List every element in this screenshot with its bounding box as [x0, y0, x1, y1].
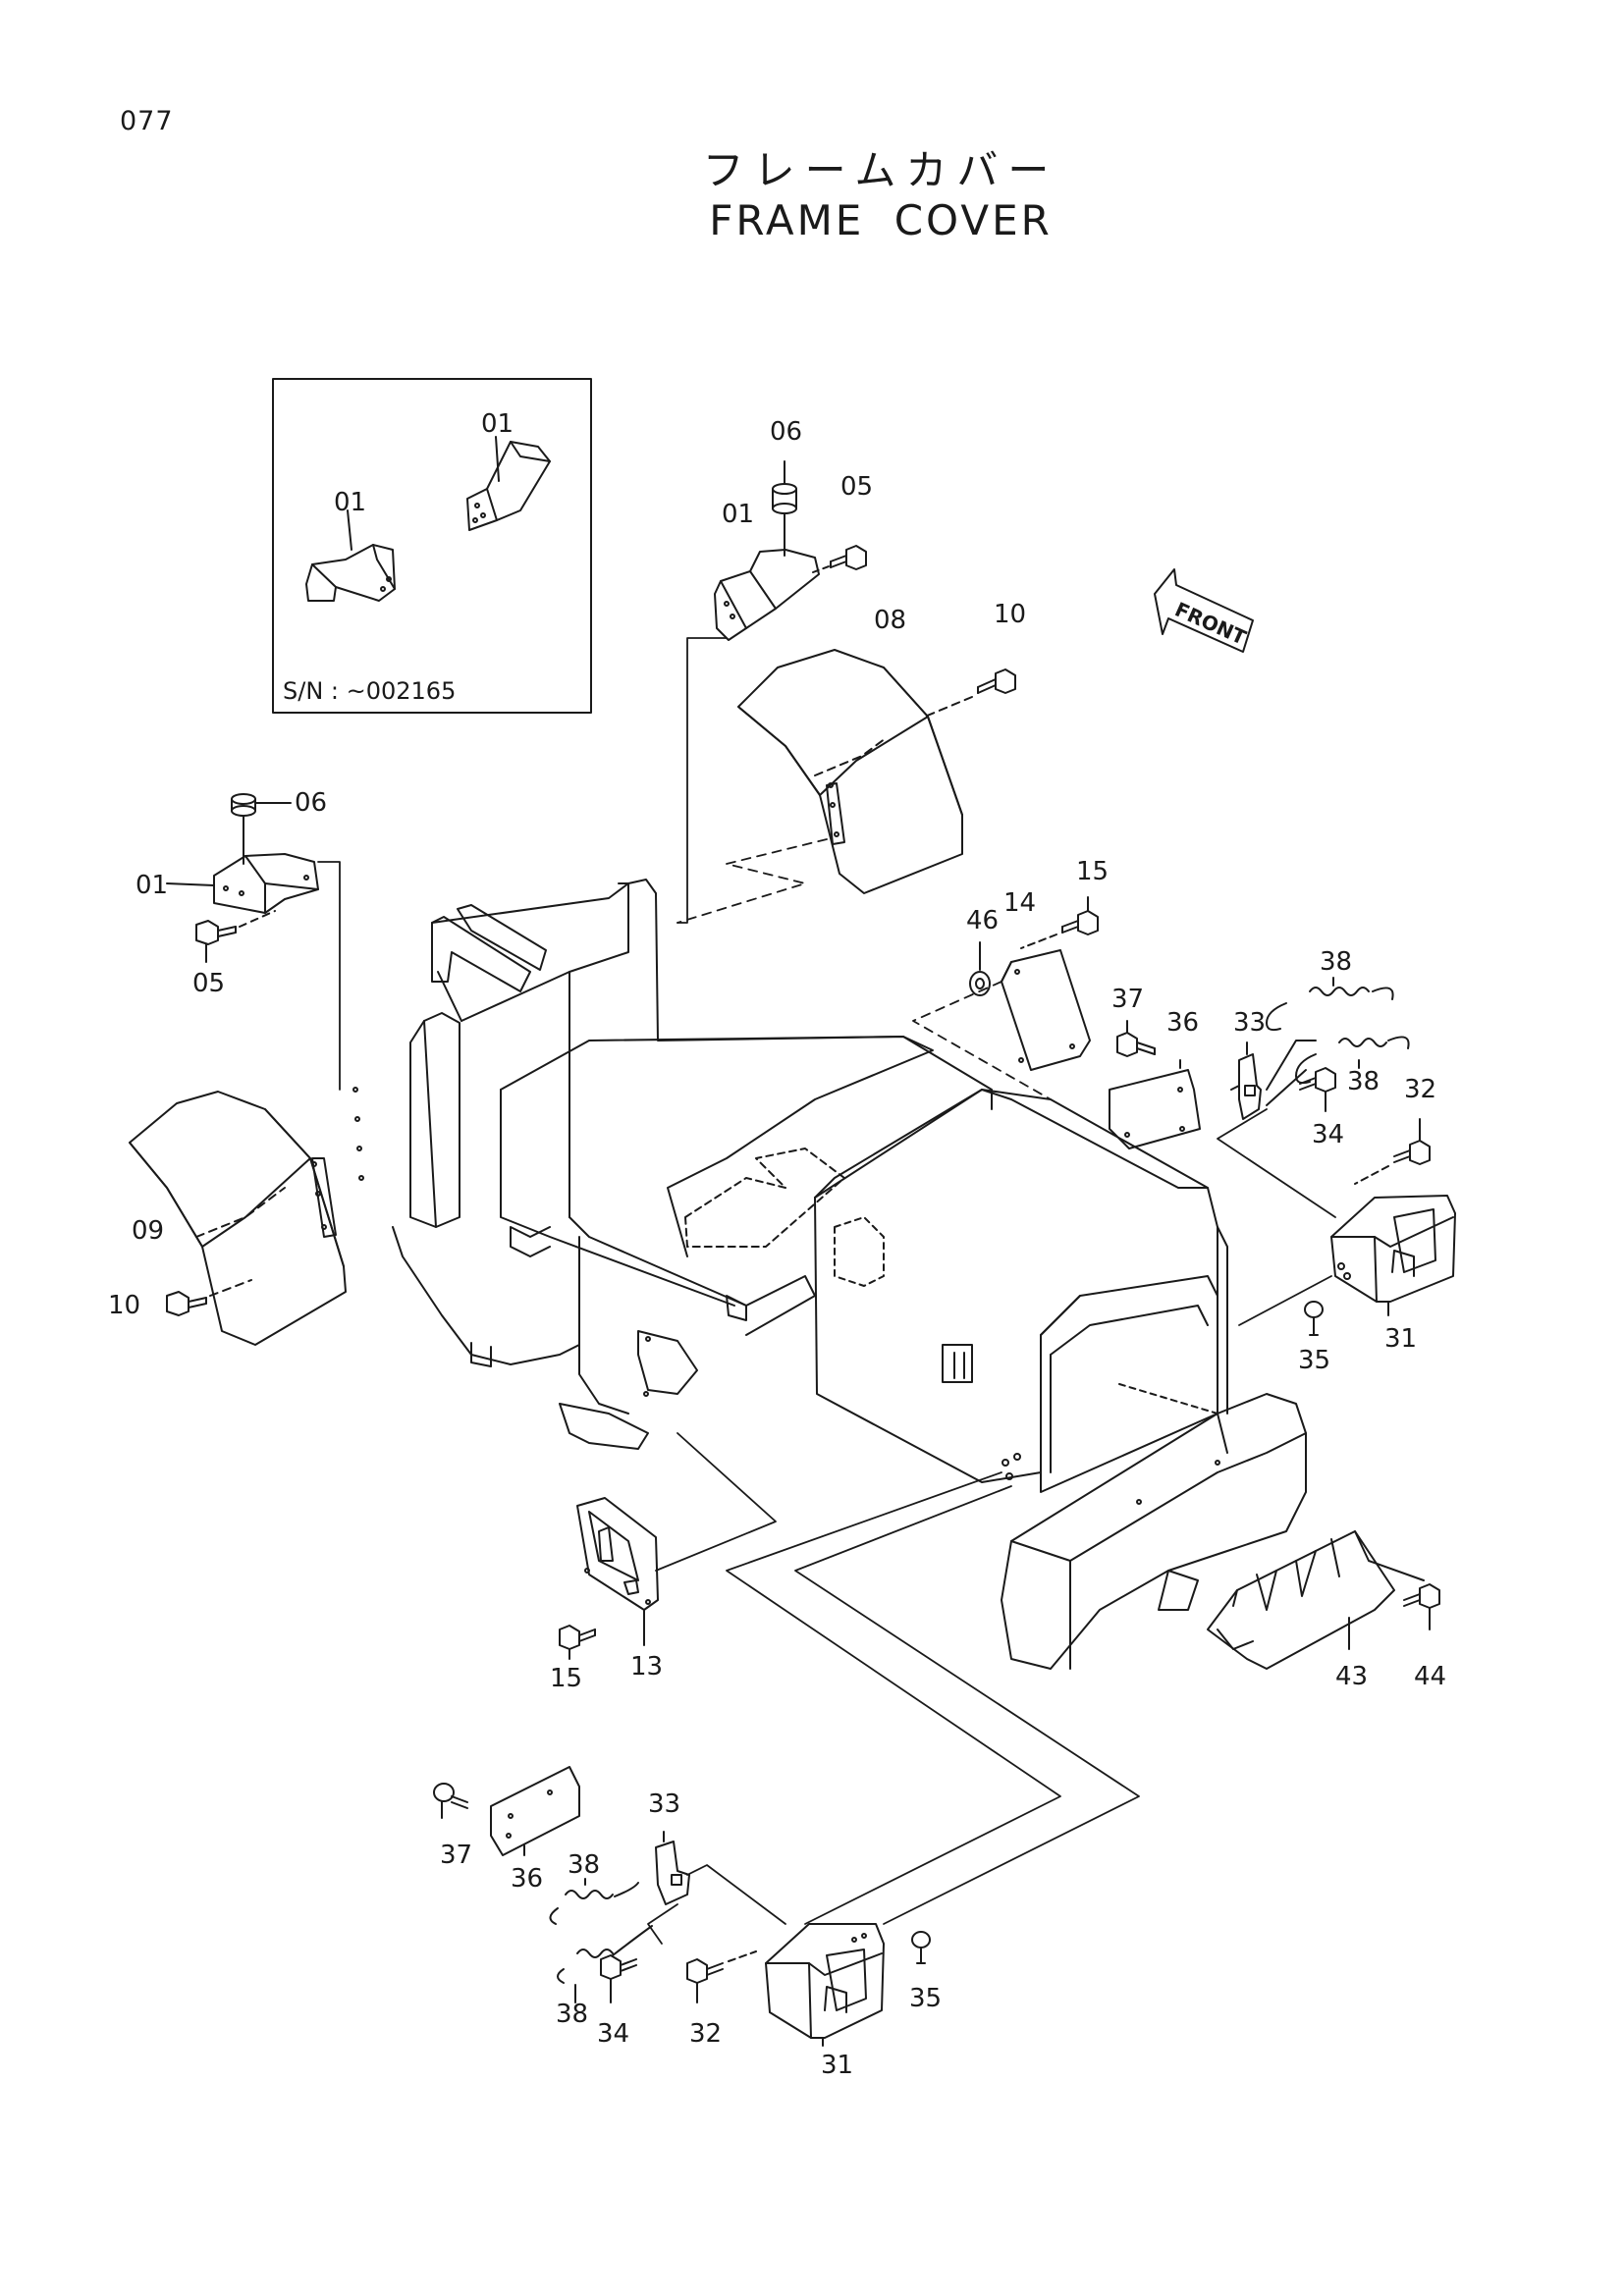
callout-label: 44: [1414, 1662, 1446, 1691]
serial-number-label: S/N : ~002165: [283, 677, 456, 705]
cover-14: [912, 896, 1099, 1100]
callout-label: 32: [1404, 1075, 1436, 1104]
callout-label: 09: [132, 1216, 164, 1246]
callout-label: 15: [1076, 857, 1109, 886]
latch-assembly-lower: [433, 1766, 931, 2047]
callout-label: 05: [840, 472, 873, 502]
bracket-upper: [714, 460, 867, 641]
callout-label: 06: [295, 788, 327, 818]
page-title-japanese: フレームカバー: [702, 146, 1059, 194]
callout-label: 31: [1384, 1324, 1417, 1354]
callout-label: 38: [1320, 947, 1352, 977]
callout-label: 34: [1312, 1120, 1344, 1149]
callout-label: 10: [994, 600, 1026, 629]
callout-label: 38: [1347, 1067, 1380, 1096]
callout-label: 06: [770, 417, 802, 447]
page-title-english: FRAME COVER: [709, 196, 1053, 244]
callout-label: 01: [135, 871, 168, 900]
latch-assembly-upper: [1109, 977, 1456, 1336]
callout-label: 31: [821, 2051, 853, 2080]
callout-label: 14: [1003, 888, 1036, 918]
callout-label: 08: [874, 606, 906, 635]
callout-label: 36: [1166, 1008, 1199, 1038]
serial-inset-box: [272, 378, 592, 714]
callout-label: 10: [108, 1291, 140, 1320]
main-frame: [352, 879, 1307, 1670]
leader-lower-left: [726, 1471, 1061, 1925]
step-plate-43: [1207, 1530, 1440, 1670]
callout-label: 37: [440, 1841, 472, 1870]
front-label: FRONT: [1171, 598, 1250, 650]
callout-label: 35: [1298, 1346, 1330, 1375]
callout-label: 37: [1111, 985, 1144, 1014]
callout-label: 05: [192, 969, 225, 998]
callout-label: 01: [481, 409, 514, 439]
callout-label: 34: [597, 2019, 629, 2049]
callout-labels: 01 01 01 01 05 05 06 06 08 09 10 10 13 1…: [108, 409, 1446, 2080]
cover-13: [559, 1432, 777, 1660]
callout-label: 38: [568, 1850, 600, 1880]
bracket-left: [166, 793, 341, 1091]
callout-label: 33: [648, 1789, 680, 1819]
callout-label: 01: [722, 500, 754, 529]
front-arrow: [1154, 568, 1254, 653]
page-title: FRAME COVER: [0, 196, 1624, 244]
callout-label: 38: [556, 2000, 588, 2029]
callout-label: 32: [689, 2019, 722, 2049]
page-number: 077: [120, 106, 174, 136]
cover-09: [129, 1091, 347, 1346]
cover-08: [737, 649, 1016, 894]
callout-label: 35: [909, 1984, 942, 2013]
leader-lower-right: [794, 1485, 1140, 1925]
callout-label: 13: [630, 1652, 663, 1682]
callout-label: 33: [1233, 1008, 1266, 1038]
callout-label: 36: [511, 1864, 543, 1894]
callout-label: 01: [334, 488, 366, 517]
callout-label: 46: [966, 906, 999, 935]
callout-label: 43: [1335, 1662, 1368, 1691]
callout-label: 15: [550, 1664, 582, 1693]
